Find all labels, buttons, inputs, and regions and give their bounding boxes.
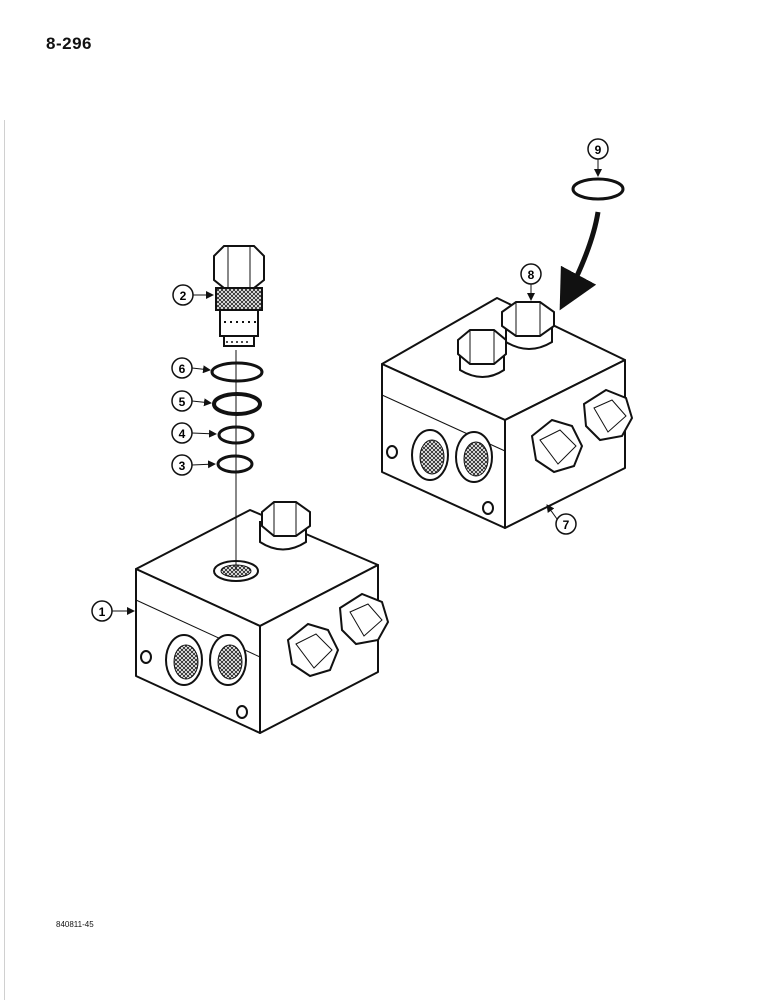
install-arrow <box>559 211 601 311</box>
hex-plug-lower-side-rear <box>338 592 390 646</box>
page-number: 8-296 <box>46 34 92 53</box>
hex-plug-upper-top-rear <box>501 301 555 350</box>
callout-1-label: 1 <box>99 605 106 619</box>
callout-8: 8 <box>520 263 542 301</box>
callout-6: 6 <box>171 357 211 379</box>
callout-4-label: 4 <box>179 427 186 441</box>
callout-9-label: 9 <box>595 143 602 157</box>
callout-2: 2 <box>172 284 214 306</box>
callout-4: 4 <box>171 422 217 444</box>
hex-plug-lower-top <box>259 501 311 551</box>
callout-3: 3 <box>171 454 216 476</box>
figure-code: 840811-45 <box>56 920 94 929</box>
o-ring-9 <box>571 177 625 201</box>
hex-plug-upper-top-front <box>457 329 507 378</box>
hex-plug-upper-side-front <box>530 418 584 474</box>
callout-5: 5 <box>171 390 212 412</box>
relief-valve-cartridge <box>213 245 265 347</box>
page-edge-rule <box>4 120 5 1000</box>
callout-7-label: 7 <box>563 518 570 532</box>
o-ring-3 <box>216 454 254 474</box>
callout-9: 9 <box>587 138 609 177</box>
o-ring-5 <box>212 392 262 416</box>
hex-plug-upper-side-rear <box>582 388 634 442</box>
callout-3-label: 3 <box>179 459 186 473</box>
callout-6-label: 6 <box>179 362 186 376</box>
callout-8-label: 8 <box>528 268 535 282</box>
hex-plug-lower-side-front <box>286 622 340 678</box>
callout-5-label: 5 <box>179 395 186 409</box>
o-ring-6 <box>210 361 264 383</box>
callout-1: 1 <box>91 600 135 622</box>
callout-2-label: 2 <box>180 289 187 303</box>
callout-7: 7 <box>546 504 577 535</box>
